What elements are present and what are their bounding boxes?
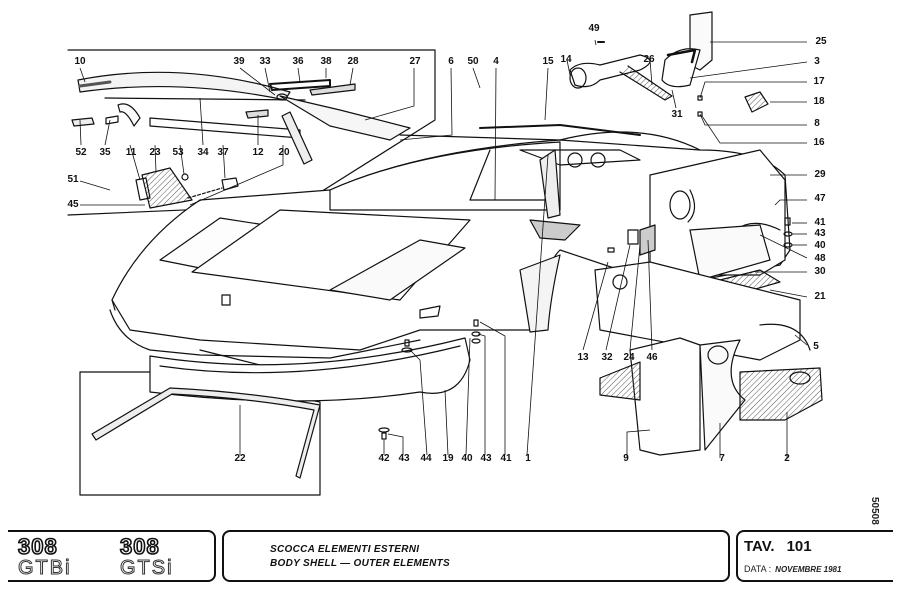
callout-label: 23 [149, 147, 161, 158]
callout-label: 51 [67, 174, 79, 185]
parts-diagram [67, 11, 823, 496]
callout-label: 14 [560, 54, 572, 65]
title-block: 308 GTBi 308 GTSi SCOCCA ELEMENTI ESTERN… [8, 530, 893, 582]
callout-label: 32 [601, 352, 613, 363]
table-label: TAV. [744, 538, 775, 555]
callout-label: 19 [442, 453, 454, 464]
roof-panel [77, 71, 411, 165]
callout-label: 4 [493, 56, 499, 67]
callout-label: 8 [814, 118, 820, 129]
callout-label: 28 [347, 56, 359, 67]
callout-label: 25 [815, 36, 827, 47]
callout-label: 42 [378, 453, 390, 464]
callout-label: 30 [814, 266, 826, 277]
callout-label: 12 [252, 147, 264, 158]
callout-label: 43 [814, 228, 826, 239]
model-number: 308 [17, 534, 58, 559]
title-english: BODY SHELL — OUTER ELEMENTS [270, 558, 450, 569]
part-35 [105, 115, 119, 125]
callout-label: 17 [813, 76, 825, 87]
drawing-reference-code: 50508 [869, 497, 880, 525]
callout-label: 20 [278, 147, 290, 158]
part-11 [135, 177, 151, 201]
callout-label: 37 [217, 147, 229, 158]
callout-label: 46 [646, 352, 658, 363]
rear-quarter [594, 149, 801, 361]
table-value: 101 [786, 538, 812, 555]
callout-label: 38 [320, 56, 332, 67]
callout-label: 45 [67, 199, 79, 210]
callout-label: 41 [500, 453, 512, 464]
callout-label: 22 [234, 453, 246, 464]
callout-label: 3 [814, 56, 820, 67]
model-badge-gtsi: 308 GTSi [119, 534, 210, 579]
air-ducts [569, 11, 769, 117]
callout-label: 13 [577, 352, 589, 363]
callout-label: 7 [719, 453, 725, 464]
callout-label: 35 [99, 147, 111, 158]
part-53 [181, 173, 189, 181]
callout-label: 1 [525, 453, 531, 464]
drawing-title-box: SCOCCA ELEMENTI ESTERNI BODY SHELL — OUT… [222, 530, 730, 582]
callout-label: 34 [197, 147, 209, 158]
callout-label: 16 [813, 137, 825, 148]
callout-label: 26 [643, 54, 655, 65]
callout-label: 41 [814, 217, 826, 228]
callout-label: 52 [75, 147, 87, 158]
title-italian: SCOCCA ELEMENTI ESTERNI [270, 544, 420, 555]
callout-label: 15 [542, 56, 554, 67]
callout-label: 50 [467, 56, 479, 67]
callout-label: 36 [292, 56, 304, 67]
callout-label: 47 [814, 193, 826, 204]
callout-label: 2 [784, 453, 790, 464]
body-shell [109, 124, 791, 391]
callout-label: 5 [813, 341, 819, 352]
table-number: TAV. 101 [744, 538, 824, 555]
windshield-seal [91, 387, 321, 479]
part-37 [221, 177, 239, 191]
callout-label: 40 [814, 240, 826, 251]
callout-label: 11 [125, 147, 137, 158]
callout-label: 27 [409, 56, 421, 67]
callout-label: 33 [259, 56, 271, 67]
date-value: NOVEMBRE 1981 [775, 565, 842, 574]
table-info-box: TAV. 101 DATA :NOVEMBRE 1981 [736, 530, 893, 582]
callout-label: 21 [814, 291, 826, 302]
callout-label: 43 [480, 453, 492, 464]
callout-label: 43 [398, 453, 410, 464]
part-52 [71, 117, 95, 127]
callout-label: 10 [74, 56, 86, 67]
model-number: 308 [119, 534, 160, 559]
callout-label: 49 [588, 23, 600, 34]
date-label: DATA : [744, 564, 772, 574]
callout-label: 40 [461, 453, 473, 464]
callout-label: 9 [623, 453, 629, 464]
part-12 [245, 109, 269, 119]
callout-label: 6 [448, 56, 454, 67]
rear-lower-panels [599, 323, 823, 456]
model-version: GTSi [120, 557, 174, 579]
model-version: GTBi [18, 557, 72, 579]
model-badges: 308 GTBi 308 GTSi [8, 530, 216, 582]
callout-label: 31 [671, 109, 683, 120]
callout-label: 48 [814, 253, 826, 264]
callout-label: 29 [814, 169, 826, 180]
callout-label: 53 [172, 147, 184, 158]
callout-label: 44 [420, 453, 432, 464]
date-line: DATA :NOVEMBRE 1981 [744, 564, 841, 574]
model-badge-gtbi: 308 GTBi [17, 534, 108, 579]
callout-label: 24 [623, 352, 635, 363]
leader-lines [79, 39, 808, 458]
part-23-vent [141, 167, 193, 209]
callout-label: 18 [813, 96, 825, 107]
callout-label: 39 [233, 56, 245, 67]
